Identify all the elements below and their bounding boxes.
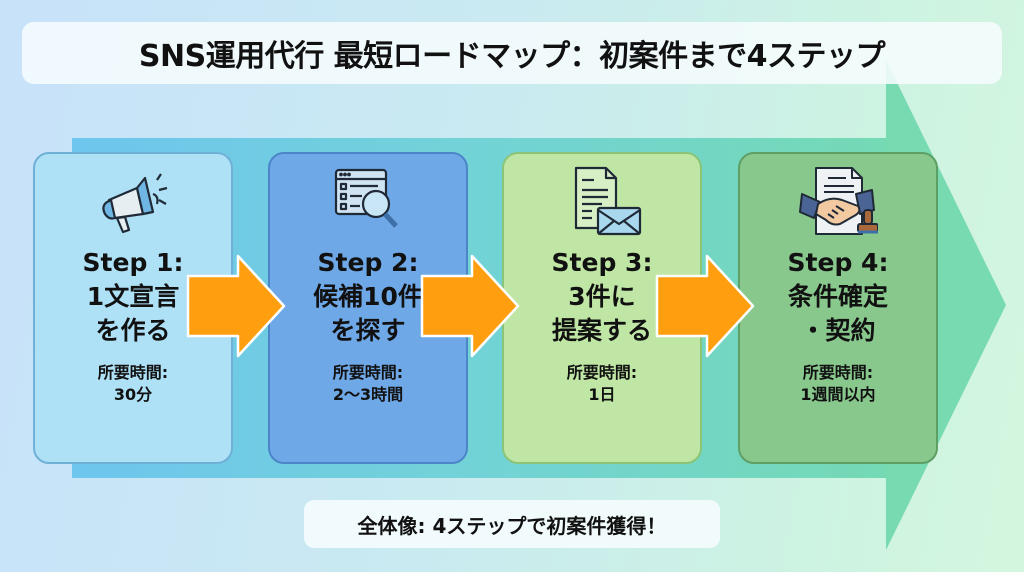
summary-text: 全体像: 4ステップで初案件獲得！ xyxy=(357,513,667,538)
step-arrow-3-to-4 xyxy=(655,254,755,358)
step-action: 1文宣言 を作る xyxy=(86,282,180,345)
time-value: 1日 xyxy=(588,385,616,404)
step-label: Step 1: xyxy=(82,248,184,277)
title-banner: SNS運用代行 最短ロードマップ：初案件まで4ステップ xyxy=(22,22,1002,84)
time-label: 所要時間: xyxy=(97,363,169,382)
time-value: 30分 xyxy=(113,385,153,404)
step-arrow-1-to-2 xyxy=(186,254,286,358)
step-arrow-2-to-3 xyxy=(420,254,520,358)
step-action: 条件確定 ・契約 xyxy=(787,282,888,345)
step-label: Step 4: xyxy=(787,248,889,277)
document-envelope-icon xyxy=(574,166,642,236)
time-label: 所要時間: xyxy=(566,363,638,382)
megaphone-icon xyxy=(102,173,168,234)
time-label: 所要時間: xyxy=(332,363,404,382)
step-label: Step 3: xyxy=(551,248,653,277)
summary-banner: 全体像: 4ステップで初案件獲得！ xyxy=(304,500,720,548)
step-action: 候補10件 を探す xyxy=(313,282,423,345)
step-label: Step 2: xyxy=(317,248,419,277)
time-label: 所要時間: xyxy=(802,363,874,382)
search-document-icon xyxy=(334,168,398,228)
time-value: 2〜3時間 xyxy=(332,385,404,404)
step-card-4: Step 4: 条件確定 ・契約 所要時間: 1週間以内 xyxy=(738,152,938,464)
time-value: 1週間以内 xyxy=(800,385,876,404)
handshake-contract-icon xyxy=(799,167,878,235)
step-action: 3件に 提案する xyxy=(551,282,652,345)
page-title: SNS運用代行 最短ロードマップ：初案件まで4ステップ xyxy=(138,39,886,74)
